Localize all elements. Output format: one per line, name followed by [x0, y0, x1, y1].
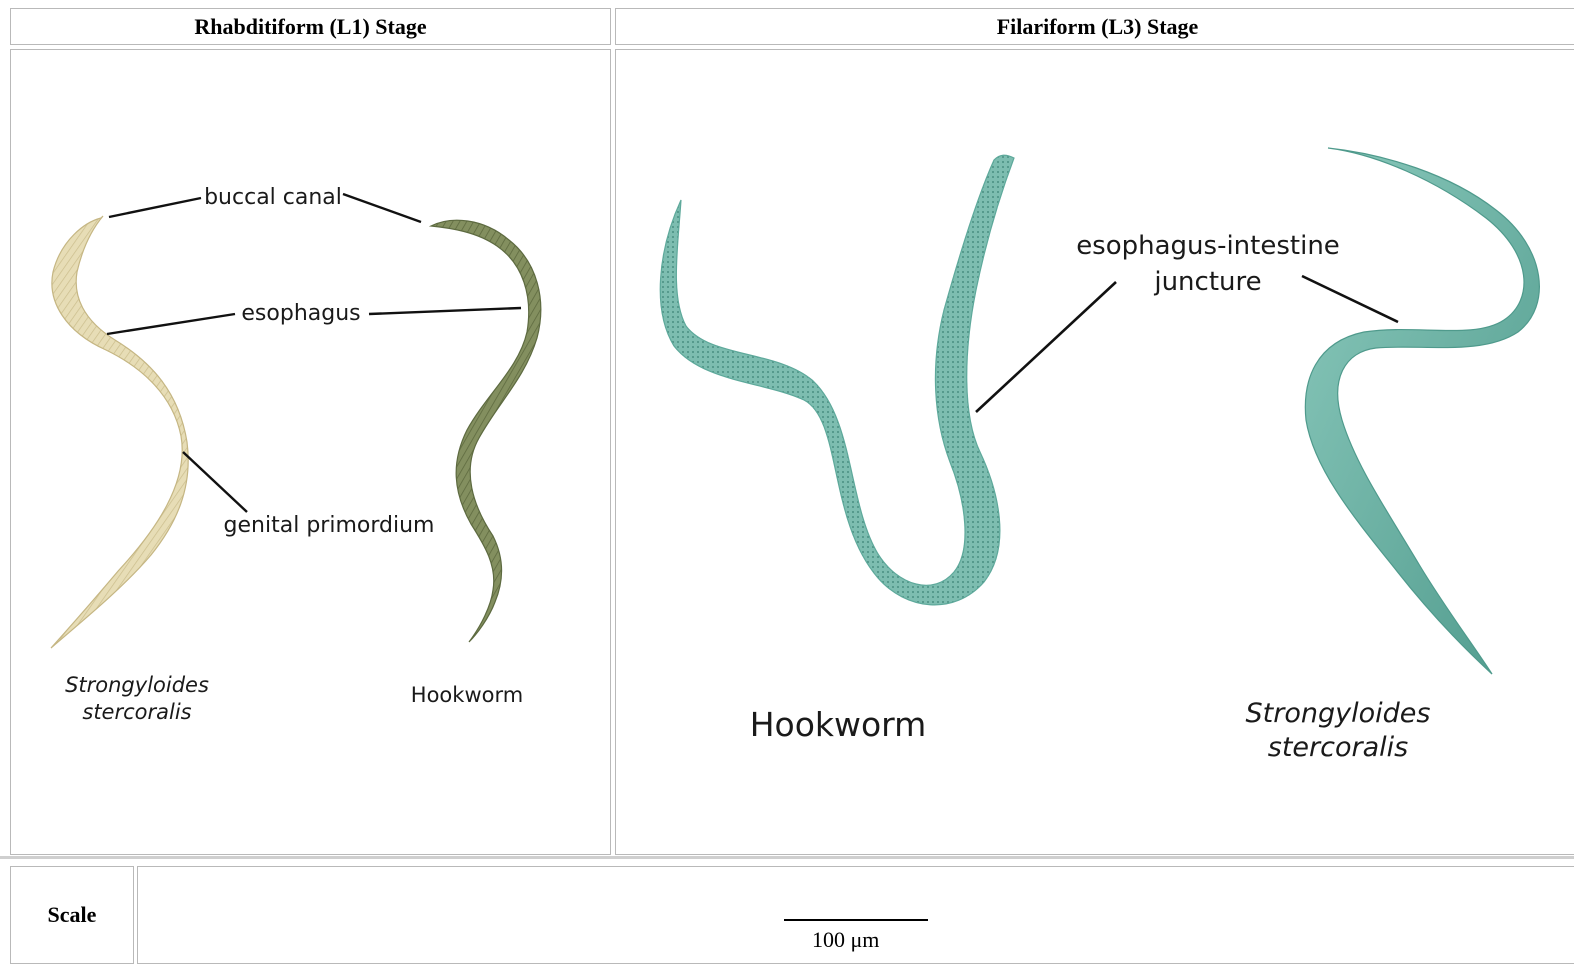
rhabditiform-image-cell: buccal canal esophagus genital primordiu… — [10, 49, 611, 855]
buccal-canal-leader-right — [343, 194, 421, 222]
species-hookworm: Hookworm — [411, 683, 523, 707]
genital-primordium-leader — [183, 452, 247, 512]
header-right-text: Filariform (L3) Stage — [997, 14, 1199, 40]
esophagus-leader-right — [369, 308, 521, 314]
species-strongyloides-line1: Strongyloides — [65, 673, 209, 697]
label-esophagus-intestine: esophagus-intestine — [1076, 231, 1340, 261]
species-hookworm-l3: Hookworm — [750, 705, 927, 744]
species-strongyloides-line2: stercoralis — [82, 700, 191, 724]
hookworm-l3-worm — [660, 155, 1014, 605]
species-strongyloides-l3-line2: stercoralis — [1268, 732, 1408, 763]
header-left-text: Rhabditiform (L1) Stage — [194, 14, 426, 40]
header-rhabditiform: Rhabditiform (L1) Stage — [10, 8, 611, 45]
label-juncture: juncture — [1153, 267, 1261, 297]
juncture-leader-strongyloides — [1302, 276, 1398, 322]
filariform-image-cell: esophagus-intestine juncture Hookworm St… — [615, 49, 1574, 855]
filariform-illustration: esophagus-intestine juncture Hookworm St… — [616, 50, 1574, 854]
label-buccal-canal: buccal canal — [204, 185, 342, 210]
header-filariform: Filariform (L3) Stage — [615, 8, 1574, 45]
scale-bar-cell: 100 μm — [137, 866, 1574, 964]
hookworm-l1-worm — [431, 220, 541, 642]
esophagus-leader-left — [107, 314, 235, 334]
scale-header-text: Scale — [48, 902, 97, 928]
buccal-canal-leader-left — [109, 198, 201, 217]
scale-header-cell: Scale — [10, 866, 134, 964]
species-strongyloides-l3-line1: Strongyloides — [1246, 698, 1431, 729]
label-esophagus: esophagus — [241, 301, 360, 326]
strongyloides-l1-worm — [51, 216, 188, 648]
juncture-leader-hookworm — [976, 282, 1116, 412]
label-genital-primordium: genital primordium — [224, 513, 435, 538]
table-separator — [0, 856, 1574, 859]
scale-bar-label: 100 μm — [812, 927, 879, 953]
strongyloides-l3-worm — [1305, 148, 1539, 674]
scale-bar — [784, 919, 928, 921]
rhabditiform-illustration: buccal canal esophagus genital primordiu… — [11, 50, 610, 854]
